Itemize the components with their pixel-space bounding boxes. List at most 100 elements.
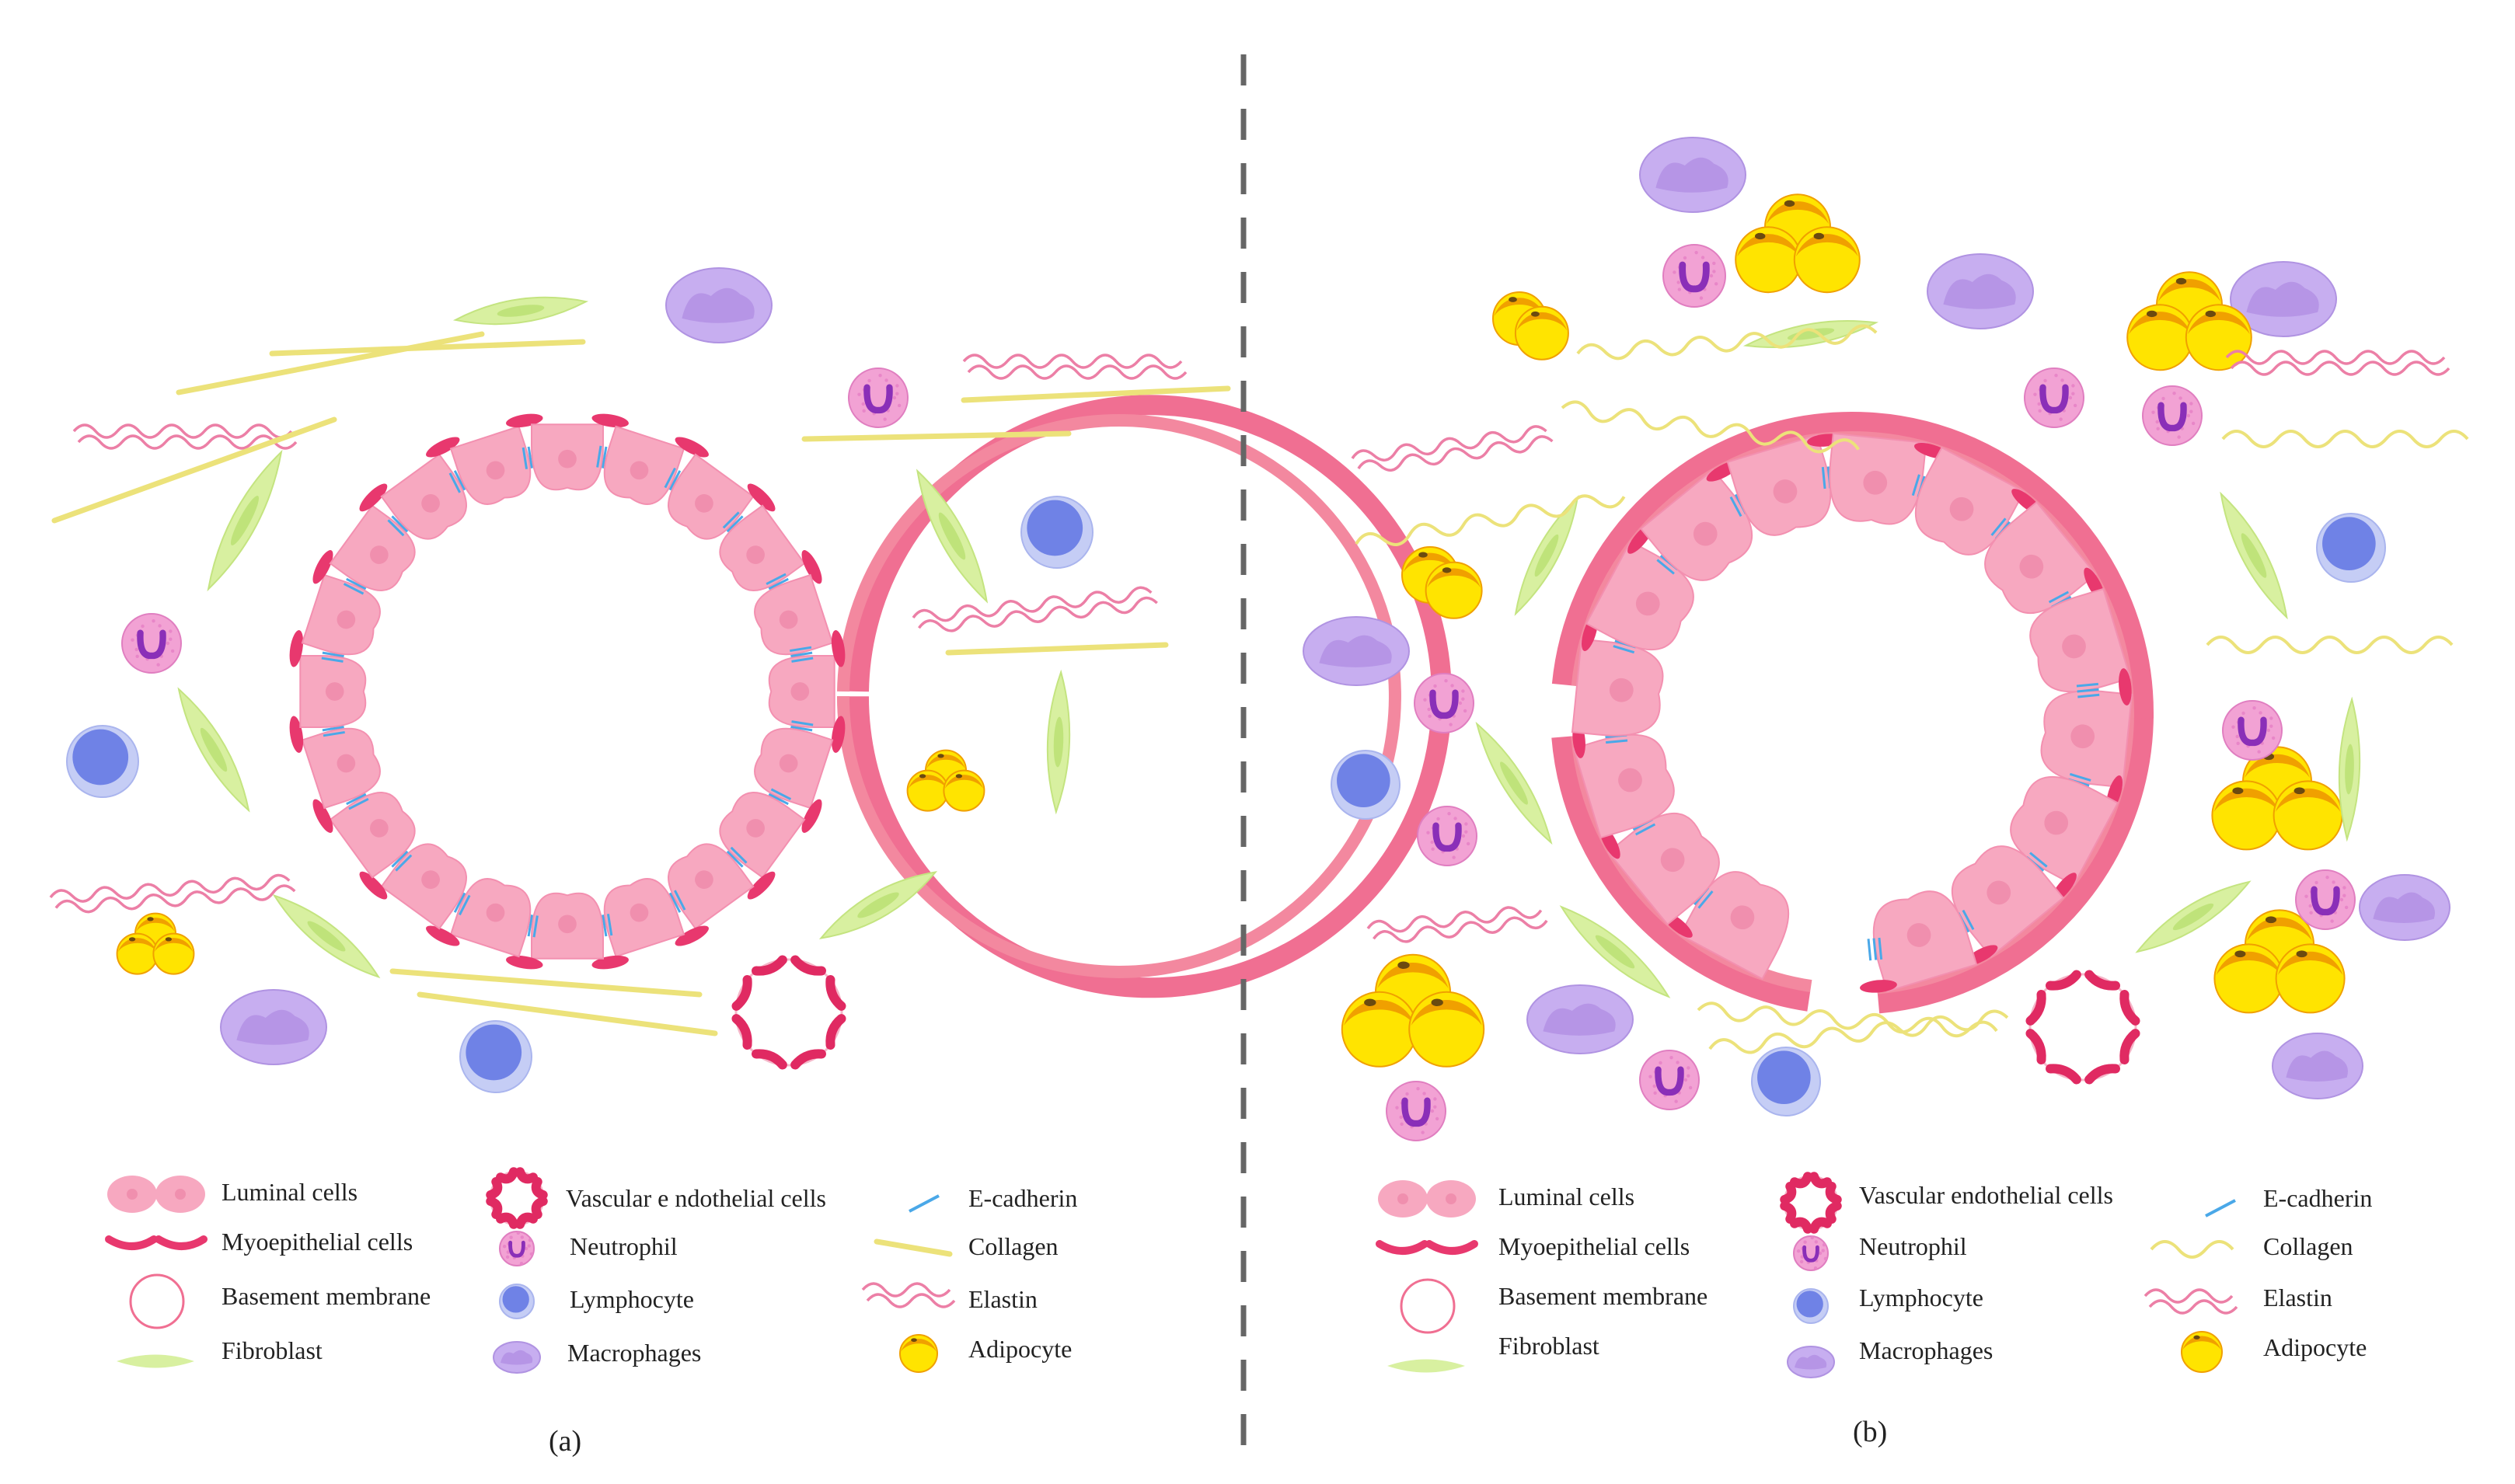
legend-lymphocyte-icon <box>499 1284 535 1319</box>
legend-b-luminal-label: Luminal cells <box>1498 1183 1635 1211</box>
legend-adipocyte-icon <box>899 1334 938 1373</box>
luminal-cell <box>1571 638 1664 737</box>
myoepithelial-cell <box>747 871 776 900</box>
elastin-fiber <box>72 423 298 450</box>
neutrophil-cell <box>1386 1081 1446 1141</box>
myoepithelial-cell <box>801 799 822 833</box>
legend-luminal-icon <box>107 1176 205 1213</box>
luminal-cell <box>1607 812 1720 926</box>
luminal-cell <box>329 792 416 879</box>
legend-b-ecadherin-label: E-cadherin <box>2263 1184 2373 1212</box>
elastin-fiber <box>962 354 1188 380</box>
luminal-cell <box>603 425 685 505</box>
basement-membrane <box>1877 712 2154 1014</box>
myoepithelial-cell <box>801 550 822 584</box>
panel-a-caption: (a) <box>549 1425 582 1458</box>
mammary-duct <box>289 395 1452 998</box>
adipocyte-cluster <box>1401 546 1483 619</box>
legend-b-myoepithelial-label: Myoepithelial cells <box>1498 1232 1690 1260</box>
myoepithelial-cell <box>591 413 629 428</box>
adipocyte-cluster <box>2213 909 2346 1014</box>
legend-b-adipocyte-label: Adipocyte <box>2263 1333 2367 1361</box>
neutrophil-cell <box>121 613 182 674</box>
legend-b-basement-label: Basement membrane <box>1498 1282 1708 1310</box>
lymphocyte-cell <box>66 725 139 798</box>
legend-a-myoepithelial-label: Myoepithelial cells <box>222 1228 413 1256</box>
legend-adipocyte-icon <box>2181 1331 2223 1373</box>
neutrophil-cell <box>2142 385 2203 446</box>
panel-a-diagram <box>49 267 1452 1093</box>
myoepithelial-cell <box>831 630 846 667</box>
collagen-fiber <box>269 339 586 357</box>
legend-elastin-icon <box>2144 1288 2238 1315</box>
legend-vascular-icon <box>1780 1172 1842 1234</box>
elastin-fiber <box>2225 350 2450 376</box>
fibroblast-cell <box>818 871 938 939</box>
basement-membrane <box>848 395 1452 998</box>
e-cadherin-marker <box>790 646 814 663</box>
myoepithelial-cell <box>289 630 304 667</box>
legend-b-fibroblast-label: Fibroblast <box>1498 1332 1599 1360</box>
luminal-cell <box>1829 432 1927 525</box>
adipocyte-cluster <box>2126 271 2252 371</box>
legend-collagen-icon <box>874 1238 953 1257</box>
luminal-cell <box>1726 434 1832 536</box>
luminal-cell <box>449 425 532 505</box>
luminal-cell <box>1951 845 2065 958</box>
legend-luminal-icon <box>1378 1180 1476 1218</box>
luminal-cell <box>1639 469 1753 581</box>
neutrophil-cell <box>2222 700 2283 761</box>
elastin-fiber <box>1366 906 1548 943</box>
legend-a-luminal-label: Luminal cells <box>222 1178 358 1206</box>
macrophage-cell <box>220 989 327 1065</box>
luminal-cell <box>603 878 685 958</box>
luminal-cell <box>301 573 381 656</box>
fibroblast-cell <box>1559 905 1671 998</box>
lymphocyte-cell <box>1020 496 1094 569</box>
legend-neutrophil-icon <box>1793 1235 1829 1271</box>
macrophage-cell <box>1303 616 1410 686</box>
legend-a-elastin-label: Elastin <box>968 1285 1038 1313</box>
luminal-cell <box>754 727 834 810</box>
legend-ecadherin-icon <box>909 1194 940 1213</box>
myoepithelial-cell <box>426 437 460 458</box>
fibroblast-cell <box>1046 669 1071 815</box>
myoepithelial-cell <box>1860 980 1897 993</box>
fibroblast-cell <box>2135 880 2252 953</box>
collagen-fiber <box>2221 430 2469 448</box>
collagen-fiber <box>2206 636 2454 654</box>
fibroblast-cell <box>2338 696 2361 842</box>
luminal-cell <box>754 573 834 656</box>
panel-b-legend-icons <box>1376 1172 2238 1378</box>
elastin-fiber <box>1351 425 1554 472</box>
macrophage-cell <box>2272 1033 2363 1099</box>
legend-b-vascular-label: Vascular endothelial cells <box>1859 1181 2113 1209</box>
luminal-cell <box>531 892 604 960</box>
fibroblast-cell <box>1475 721 1553 845</box>
legend-a-basement-label: Basement membrane <box>222 1282 431 1310</box>
neutrophil-cell <box>2024 368 2084 428</box>
legend-ecadherin-icon <box>2205 1199 2236 1218</box>
myoepithelial-layer <box>836 413 1401 978</box>
adipocyte-cluster <box>1735 193 1861 294</box>
adipocyte-cluster <box>116 912 195 975</box>
neutrophil-cell <box>1417 806 1477 866</box>
neutrophil-cell <box>1662 244 1726 308</box>
luminal-cell <box>449 878 532 958</box>
luminal-cell <box>301 727 381 810</box>
lymphocyte-cell <box>2316 513 2386 583</box>
legend-a-neutrophil-label: Neutrophil <box>570 1232 678 1260</box>
legend-macrophage-icon <box>1787 1346 1835 1378</box>
legend-myoepithelial-icon <box>1376 1240 1478 1255</box>
collagen-fiber <box>1576 324 1878 361</box>
legend-a-collagen-label: Collagen <box>968 1232 1059 1260</box>
fibroblast-cell <box>2220 491 2288 620</box>
legend-macrophage-icon <box>493 1341 541 1374</box>
fibroblast-cell <box>916 469 989 604</box>
myoepithelial-cell <box>747 483 776 512</box>
neutrophil-cell <box>848 368 909 428</box>
collagen-fiber <box>51 416 337 524</box>
macrophage-cell <box>1927 253 2034 329</box>
neutrophil-cell <box>1639 1050 1700 1110</box>
fibroblast-cell <box>452 296 589 326</box>
